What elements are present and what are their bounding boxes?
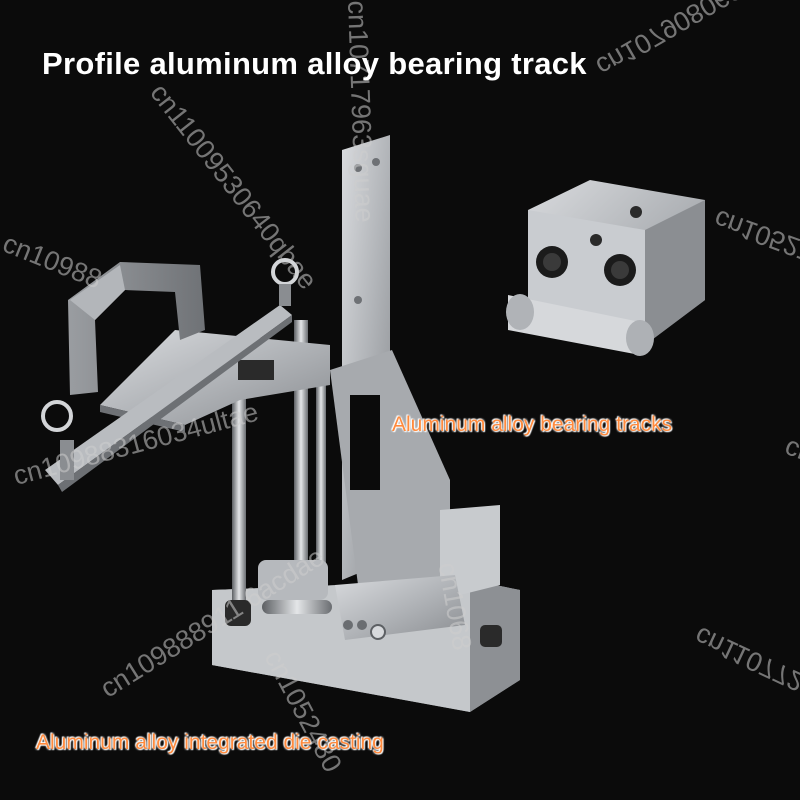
handle	[68, 262, 205, 395]
bearing-track	[506, 180, 705, 356]
caption-bearing-tracks: Aluminum alloy bearing tracks	[392, 413, 673, 436]
product-title: Profile aluminum alloy bearing track	[42, 46, 587, 81]
caption-die-casting: Aluminum alloy integrated die casting	[36, 731, 384, 754]
upright-plate	[330, 135, 450, 600]
slide-block	[335, 505, 500, 640]
ring-knobs	[41, 258, 299, 480]
side-rail	[45, 305, 292, 492]
